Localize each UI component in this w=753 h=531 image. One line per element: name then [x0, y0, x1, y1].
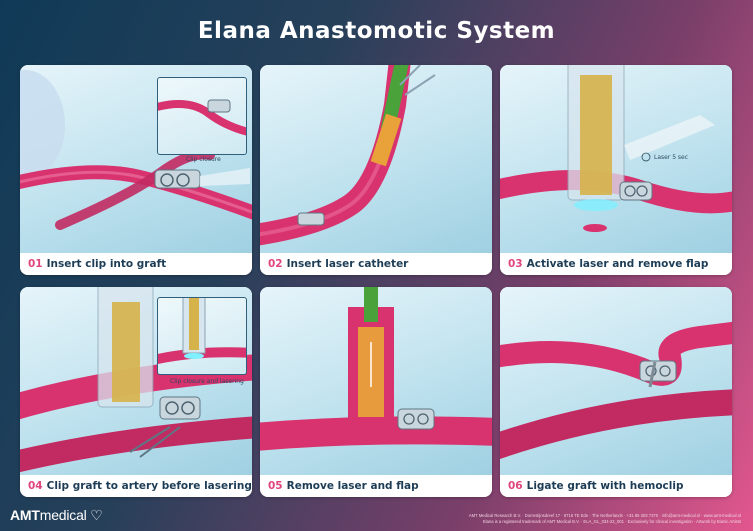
step-06-art — [500, 321, 732, 460]
step-06-number: 06 — [508, 480, 523, 492]
step-05-text: Remove laser and flap — [286, 480, 419, 492]
step-02-number: 02 — [268, 258, 283, 270]
step-01-text: Insert clip into graft — [46, 258, 167, 270]
step-04-text: Clip graft to artery before lasering — [46, 480, 252, 492]
step-06-caption: 06 Ligate graft with hemoclip — [500, 475, 732, 497]
footer-line-2: Elana is a registered trademark of AMT M… — [482, 519, 741, 524]
step-panel-02: 02 Insert laser catheter — [260, 65, 492, 275]
logo-heart-icon: ♡ — [86, 507, 103, 523]
logo-suffix: medical — [39, 507, 87, 523]
amt-medical-logo: AMTmedical ♡ — [10, 507, 103, 524]
step-02-art — [260, 65, 436, 246]
step-05-art — [260, 287, 492, 451]
step-04-caption: 04 Clip graft to artery before lasering — [20, 475, 252, 497]
step-02-caption: 02 Insert laser catheter — [260, 253, 492, 275]
footer-legal: AMT Medical Research B.V. · Dorrestijnsd… — [469, 513, 741, 525]
step-panel-03: Laser 5 sec 03 Activate laser and remove… — [500, 65, 732, 275]
step-05-number: 05 — [268, 480, 283, 492]
step-01-inset — [157, 77, 247, 155]
step-03-timer-label: Laser 5 sec — [654, 154, 689, 161]
step-panel-01: Clip closure 01 Insert clip into graft — [20, 65, 252, 275]
step-03-text: Activate laser and remove flap — [526, 258, 709, 270]
step-04-inset-art — [158, 298, 246, 365]
step-01-illustration: Clip closure — [20, 65, 252, 253]
poster-title: Elana Anastomotic System — [197, 18, 556, 44]
step-panel-05: 05 Remove laser and flap — [260, 287, 492, 497]
step-04-number: 04 — [28, 480, 43, 492]
step-06-illustration — [500, 287, 732, 475]
step-04-inset-label: Clip closure and lasering — [170, 378, 244, 385]
step-05-caption: 05 Remove laser and flap — [260, 475, 492, 497]
step-05-illustration — [260, 287, 492, 475]
step-03-number: 03 — [508, 258, 523, 270]
step-04-inset — [157, 297, 247, 375]
step-03-art — [500, 65, 732, 232]
step-01-inset-art — [158, 99, 246, 136]
step-06-text: Ligate graft with hemoclip — [526, 480, 684, 492]
step-panel-06: 06 Ligate graft with hemoclip — [500, 287, 732, 497]
step-01-caption: 01 Insert clip into graft — [20, 253, 252, 275]
step-03-caption: 03 Activate laser and remove flap — [500, 253, 732, 275]
step-02-illustration — [260, 65, 492, 253]
step-01-number: 01 — [28, 258, 43, 270]
step-02-text: Insert laser catheter — [286, 258, 409, 270]
step-04-illustration: Clip closure and lasering — [20, 287, 252, 475]
step-03-illustration: Laser 5 sec — [500, 65, 732, 253]
step-panel-04: Clip closure and lasering 04 Clip graft … — [20, 287, 252, 497]
footer-line-1: AMT Medical Research B.V. · Dorrestijnsd… — [468, 513, 741, 518]
step-01-art — [20, 70, 252, 230]
logo-brand: AMT — [10, 507, 40, 523]
step-01-inset-label: Clip closure — [186, 156, 221, 163]
